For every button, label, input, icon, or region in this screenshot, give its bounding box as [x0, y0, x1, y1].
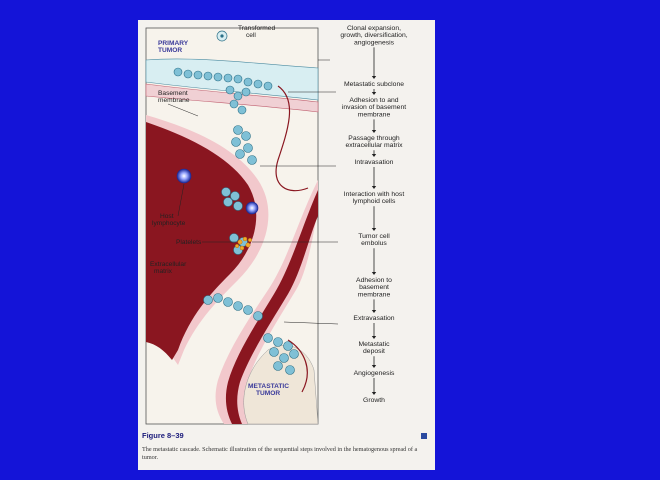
- cascade-step-text: Angiogenesis: [354, 370, 395, 377]
- platelets-cluster: [234, 236, 252, 251]
- cascade-step-text: growth, diversification,: [340, 32, 407, 39]
- basement-membrane-band: [145, 83, 319, 113]
- cascade-step-text: Intravasation: [355, 159, 394, 166]
- host-lymphocyte-2: [245, 201, 259, 215]
- label-extracellular-matrix-2: matrix: [154, 268, 173, 275]
- cascade-step-text: invasion of basement: [342, 104, 406, 111]
- label-basement-membrane-1: Basement: [158, 90, 188, 97]
- step-arrowhead: [371, 228, 377, 231]
- cascade-step-text: Passage through: [348, 135, 400, 142]
- blood-vessel-lumen: [146, 122, 257, 360]
- cascade-step-text: basement: [359, 284, 389, 291]
- cascade-step-text: Clonal expansion,: [347, 25, 401, 32]
- cascade-step-text: Extravasation: [353, 315, 394, 322]
- label-transformed-cell-2: cell: [246, 32, 256, 39]
- step-arrowhead: [371, 76, 377, 79]
- metastatic-cascade-diagram: Transformed cell PRIMARY TUMOR Basement …: [145, 25, 408, 425]
- step-arrowhead: [371, 130, 377, 133]
- cascade-step-text: extracellular matrix: [345, 142, 403, 149]
- figure-caption: The metastatic cascade. Schematic illust…: [142, 446, 418, 461]
- label-primary-tumor-1: PRIMARY: [158, 40, 189, 47]
- metastatic-zone: [243, 345, 319, 425]
- step-arrowhead: [371, 186, 377, 189]
- cascade-step-text: Metastatic: [359, 341, 391, 348]
- cascade-step-text: Interaction with host: [344, 191, 405, 198]
- pointer-lines: [167, 59, 339, 325]
- label-metastatic-tumor-2: TUMOR: [256, 390, 280, 397]
- cascade-step-text: Adhesion to and: [349, 97, 398, 104]
- step-arrowhead: [371, 272, 377, 275]
- figure-number: Figure 8–39: [142, 431, 184, 440]
- cascade-step-text: Adhesion to: [356, 277, 392, 284]
- capillary-lower: [287, 339, 308, 393]
- cascade-step-text: Growth: [363, 397, 385, 404]
- step-arrowhead: [371, 392, 377, 395]
- label-basement-membrane-2: membrane: [158, 97, 190, 104]
- cascade-step-text: lymphoid cells: [353, 198, 396, 205]
- step-arrowhead: [371, 365, 377, 368]
- label-host-lymphocyte-2: lymphocyte: [152, 220, 186, 227]
- step-arrowhead: [371, 92, 377, 95]
- label-platelets: Platelets: [176, 239, 202, 246]
- label-transformed-cell-1: Transformed: [238, 25, 275, 32]
- label-metastatic-tumor-1: METASTATIC: [248, 383, 289, 390]
- cascade-step-text: angiogenesis: [354, 39, 395, 46]
- step-arrowhead: [371, 336, 377, 339]
- blood-vessel-lumen-lower: [225, 190, 318, 424]
- host-lymphocyte: [176, 168, 192, 184]
- label-host-lymphocyte-1: Host: [160, 213, 174, 220]
- tumor-cells: [173, 67, 299, 375]
- cascade-step-text: membrane: [358, 111, 391, 118]
- cascade-step-text: embolus: [361, 240, 387, 247]
- step-arrowhead: [371, 310, 377, 313]
- cascade-step-text: Metastatic subclone: [344, 81, 404, 88]
- label-extracellular-matrix-1: Extracellular: [150, 261, 187, 268]
- cascade-steps: Clonal expansion,growth, diversification…: [340, 25, 407, 404]
- figure-marker-square: [421, 433, 427, 439]
- step-arrowhead: [371, 154, 377, 157]
- cascade-step-text: deposit: [363, 348, 385, 355]
- textbook-page: Transformed cell PRIMARY TUMOR Basement …: [138, 20, 435, 470]
- figure-caption-bar: Figure 8–39: [138, 431, 435, 442]
- capillary: [275, 85, 309, 192]
- cascade-step-text: Tumor cell: [358, 233, 390, 240]
- cascade-step-text: membrane: [358, 291, 391, 298]
- label-primary-tumor-2: TUMOR: [158, 47, 182, 54]
